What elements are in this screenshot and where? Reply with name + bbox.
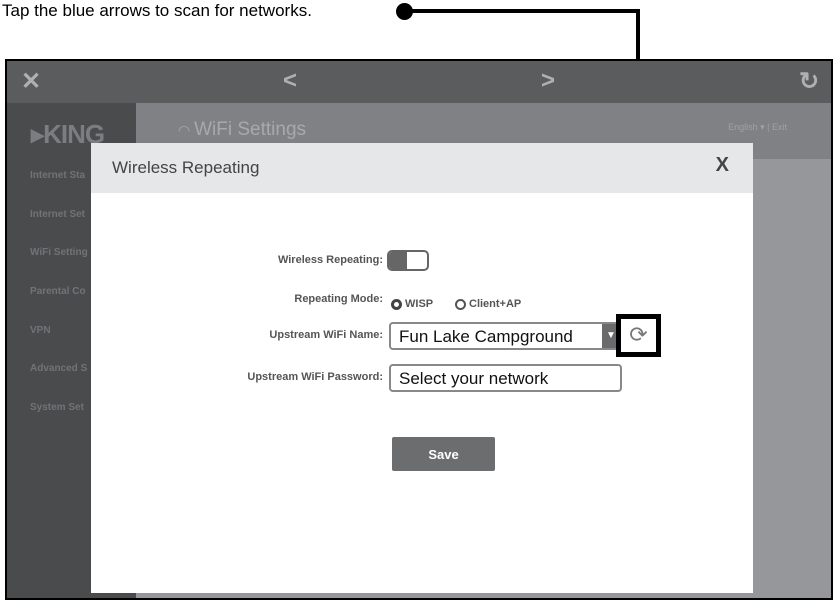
- wireless-repeating-dialog: Wireless Repeating X Wireless Repeating:…: [91, 143, 753, 593]
- dialog-title: Wireless Repeating: [112, 158, 260, 177]
- dialog-close-button[interactable]: X: [715, 154, 729, 176]
- radio-empty-icon: [455, 298, 466, 310]
- close-icon[interactable]: ✕: [21, 68, 42, 95]
- repeating-mode-label: Repeating Mode:: [294, 293, 383, 305]
- wireless-repeating-toggle[interactable]: [387, 250, 429, 271]
- chevron-down-icon: ▼: [602, 324, 620, 348]
- radio-client-ap[interactable]: Client+AP: [455, 298, 521, 310]
- header-links: English ▾ | Exit: [728, 122, 787, 133]
- refresh-icon[interactable]: ↻: [799, 68, 820, 95]
- sidebar-item-internet-status[interactable]: Internet Sta: [30, 170, 86, 181]
- upstream-name-label: Upstream WiFi Name:: [269, 329, 383, 341]
- language-select[interactable]: English ▾: [728, 122, 765, 132]
- sidebar-item-advanced-settings[interactable]: Advanced S: [30, 363, 88, 374]
- callout-line: [410, 9, 640, 13]
- top-bar: ✕ < > ↻: [7, 61, 831, 103]
- forward-icon[interactable]: >: [541, 67, 556, 94]
- callout-dot: [396, 3, 413, 20]
- wifi-icon: ◠: [178, 122, 195, 138]
- sidebar-item-wifi-settings[interactable]: WiFi Setting: [30, 247, 88, 258]
- annotation-caption: Tap the blue arrows to scan for networks…: [2, 1, 312, 20]
- sidebar-item-parental-controls[interactable]: Parental Co: [30, 286, 86, 297]
- dialog-header: Wireless Repeating X: [91, 143, 753, 193]
- scan-networks-icon[interactable]: ⟳: [616, 314, 661, 357]
- upstream-wifi-name-select[interactable]: Fun Lake Campground▼: [389, 322, 622, 350]
- page-title: ◠ WiFi Settings: [178, 119, 307, 140]
- separator: |: [767, 122, 770, 132]
- sidebar-item-internet-settings[interactable]: Internet Set: [30, 209, 86, 220]
- sidebar-item-vpn[interactable]: VPN: [30, 325, 51, 336]
- wireless-repeating-label: Wireless Repeating:: [277, 254, 383, 266]
- upstream-password-label: Upstream WiFi Password:: [247, 371, 383, 383]
- radio-selected-icon: [391, 298, 402, 310]
- save-button[interactable]: Save: [392, 437, 495, 471]
- sidebar-item-system-settings[interactable]: System Set: [30, 402, 84, 413]
- back-icon[interactable]: <: [283, 67, 298, 94]
- app-window: ✕ < > ↻ ▸KING Internet Sta Internet Set …: [5, 59, 833, 600]
- exit-link[interactable]: Exit: [771, 122, 787, 132]
- radio-wisp[interactable]: WISP: [391, 298, 433, 310]
- upstream-wifi-password-input[interactable]: Select your network: [389, 364, 622, 392]
